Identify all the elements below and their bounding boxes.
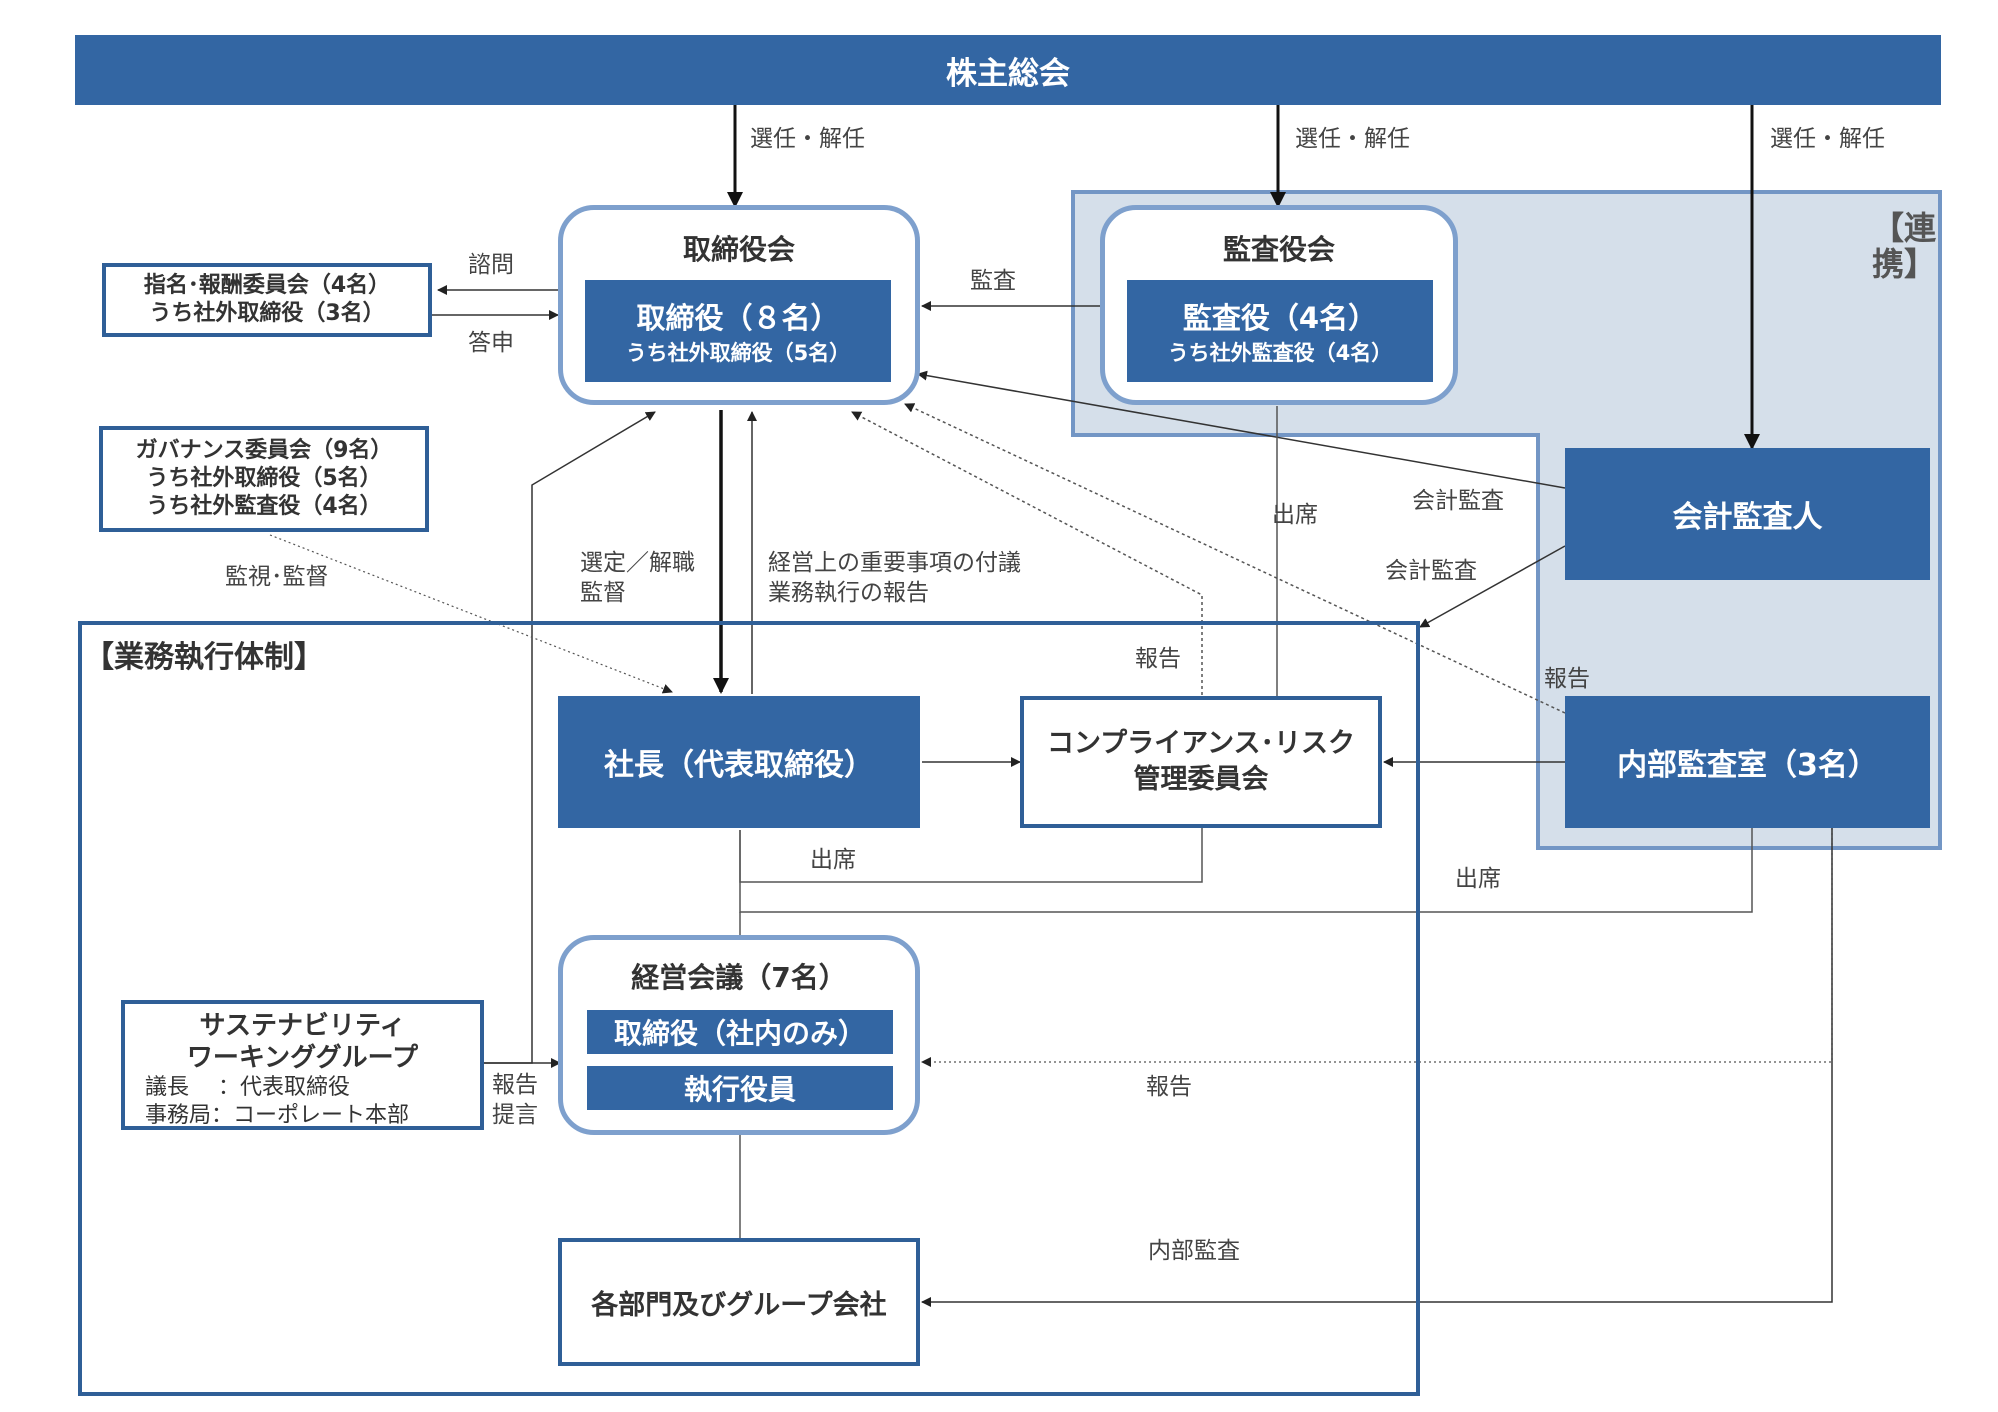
board-of-directors: 取締役会 取締役（８名） うち社外取締役（5名）: [558, 205, 920, 405]
audit-outside: うち社外監査役（4名）: [1167, 341, 1393, 365]
label-attend-internal: 出席: [1455, 866, 1501, 892]
accounting-auditor-label: 会計監査人: [1672, 500, 1823, 535]
label-audit: 監査: [970, 268, 1016, 294]
sustain-line2: ワーキンググループ: [186, 1043, 419, 1073]
management-title: 経営会議（7名）: [631, 961, 847, 994]
governance-line2: うち社外取締役（5名）: [146, 466, 382, 491]
label-accounting-audit-1: 会計監査: [1412, 488, 1504, 514]
board-members: 取締役（８名）: [636, 301, 840, 335]
label-propose: 提言: [492, 1102, 538, 1128]
audit-board-title: 監査役会: [1222, 233, 1335, 266]
execution-frame: [78, 621, 1420, 1396]
management-row1-box: 取締役（社内のみ）: [587, 1010, 893, 1054]
audit-board: 監査役会 監査役（4名） うち社外監査役（4名）: [1100, 205, 1458, 405]
label-supervise: 監督: [580, 580, 626, 606]
sustainability-group: サステナビリティ ワーキンググループ 議長 ：代表取締役 事務局：コーポレート本…: [121, 1000, 484, 1130]
elect-label-accounting: 選任・解任: [1770, 126, 1885, 152]
label-exec-report: 業務執行の報告: [768, 580, 929, 606]
label-report-compliance: 報告: [1135, 646, 1181, 672]
label-report-sustain: 報告: [492, 1072, 538, 1098]
elect-label-board: 選任・解任: [750, 126, 865, 152]
internal-audit-label: 内部監査室（3名）: [1617, 748, 1878, 783]
label-attend-president: 出席: [810, 847, 856, 873]
nomination-line2: うち社外取締役（3名）: [149, 301, 385, 326]
compliance-committee: コンプライアンス･リスク 管理委員会: [1020, 696, 1382, 828]
compliance-line2: 管理委員会: [1133, 764, 1269, 795]
shareholders-meeting-bar: 株主総会: [75, 35, 1941, 105]
audit-members-box: 監査役（4名） うち社外監査役（4名）: [1127, 280, 1433, 382]
elect-label-audit: 選任・解任: [1295, 126, 1410, 152]
sustain-line4: 事務局：コーポレート本部: [145, 1103, 410, 1128]
board-title: 取締役会: [682, 233, 795, 266]
internal-audit-office: 内部監査室（3名）: [1565, 696, 1930, 828]
sustain-line3: 議長 ：代表取締役: [145, 1075, 350, 1100]
departments-box: 各部門及びグループ会社: [558, 1238, 920, 1366]
label-report-management: 報告: [1146, 1074, 1192, 1100]
shareholders-meeting-label: 株主総会: [946, 55, 1070, 92]
management-row2: 執行役員: [683, 1073, 796, 1106]
label-select: 選定／解職: [580, 550, 695, 576]
governance-line3: うち社外監査役（4名）: [146, 494, 382, 519]
management-row1: 取締役（社内のみ）: [613, 1017, 866, 1050]
governance-line1: ガバナンス委員会（9名）: [135, 438, 393, 463]
label-report-internal: 報告: [1544, 666, 1590, 692]
governance-committee: ガバナンス委員会（9名） うち社外取締役（5名） うち社外監査役（4名）: [99, 426, 429, 532]
label-monitor: 監視･監督: [225, 564, 329, 590]
board-members-box: 取締役（８名） うち社外取締役（5名）: [585, 280, 891, 382]
label-inquiry: 諮問: [468, 252, 514, 278]
label-attend-audit: 出席: [1272, 502, 1318, 528]
label-internal-audit: 内部監査: [1148, 1238, 1240, 1264]
audit-members: 監査役（4名）: [1182, 301, 1378, 335]
label-agenda: 経営上の重要事項の付議: [768, 550, 1021, 576]
board-outside: うち社外取締役（5名）: [625, 341, 851, 365]
accounting-auditor: 会計監査人: [1565, 448, 1930, 580]
departments-label: 各部門及びグループ会社: [591, 1289, 887, 1321]
president: 社長（代表取締役）: [558, 696, 920, 828]
compliance-line1: コンプライアンス･リスク: [1046, 728, 1356, 759]
renkei-label: 【連携】: [1872, 209, 1937, 283]
label-accounting-audit-2: 会計監査: [1385, 558, 1477, 584]
nomination-committee: 指名･報酬委員会（4名） うち社外取締役（3名）: [102, 263, 432, 337]
president-label: 社長（代表取締役）: [604, 748, 874, 783]
label-report-back: 答申: [468, 330, 514, 356]
sustain-line1: サステナビリティ: [199, 1011, 406, 1041]
nomination-line1: 指名･報酬委員会（4名）: [143, 273, 391, 298]
management-meeting: 経営会議（7名） 取締役（社内のみ） 執行役員: [558, 935, 920, 1135]
execution-title: 【業務執行体制】: [84, 640, 324, 675]
management-row2-box: 執行役員: [587, 1066, 893, 1110]
